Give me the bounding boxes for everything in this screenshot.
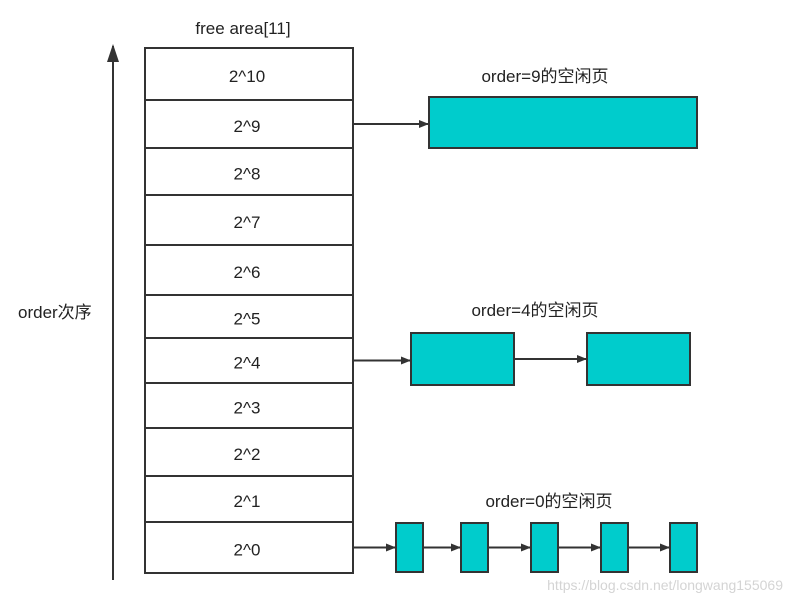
free-page-block [410,332,515,386]
free-area-cell-label: 2^5 [234,310,261,329]
free-area-cell: 2^2 [144,427,354,477]
free-page-block [428,96,698,149]
free-area-cell-label: 2^8 [234,165,261,184]
free-area-cell-box [144,521,354,574]
free-area-cell: 2^0 [144,521,354,574]
free-area-cell-label: 2^9 [234,117,261,136]
free-page-group: order=4的空闲页 [353,301,691,386]
free-page-group-label: order=4的空闲页 [471,301,598,320]
free-area-cell-label: 2^4 [234,354,261,373]
free-area-cell: 2^6 [144,244,354,296]
free-area-title: free area[11] [195,19,290,38]
watermark-text: https://blog.csdn.net/longwang155069 [547,577,783,593]
free-area-cell-box [144,382,354,429]
free-area-cell-label: 2^3 [234,399,261,418]
free-area-cell-box [144,475,354,523]
free-area-cell: 2^1 [144,475,354,523]
order-axis-arrowhead [107,44,119,62]
free-area-table: 2^10 2^9 2^8 2^7 2^6 2^5 2^4 2^3 2^2 2^1 2^0 [144,47,354,574]
order-axis-label: order次序 [18,303,92,322]
free-area-cell-box [144,99,354,149]
free-area-cell: 2^7 [144,194,354,246]
free-page-block [586,332,691,386]
free-page-group: order=9的空闲页 [353,67,698,149]
free-page-group-label: order=9的空闲页 [481,67,608,86]
free-area-cell: 2^5 [144,294,354,339]
free-page-block [669,522,698,573]
free-area-cell-label: 2^6 [234,263,261,282]
free-area-cell: 2^10 [144,47,354,101]
free-area-cell-label: 2^10 [229,67,265,86]
free-area-cell: 2^8 [144,147,354,196]
free-area-cell-label: 2^1 [234,492,261,511]
free-page-block [530,522,559,573]
free-area-cell-box [144,427,354,477]
free-area-cell-box [144,244,354,296]
free-area-cell-label: 2^0 [234,541,261,560]
free-page-block [460,522,489,573]
free-page-groups: order=9的空闲页 order=4的空闲页 order=0的空闲页 [353,67,698,573]
free-page-group-label: order=0的空闲页 [485,492,612,511]
free-area-cell: 2^4 [144,337,354,384]
free-page-block [600,522,629,573]
free-page-group: order=0的空闲页 [353,492,698,573]
free-area-cell-box [144,294,354,339]
free-page-block [395,522,424,573]
free-area-cell: 2^3 [144,382,354,429]
free-area-cell: 2^9 [144,99,354,149]
free-area-cell-label: 2^7 [234,213,261,232]
free-area-cell-label: 2^2 [234,445,261,464]
